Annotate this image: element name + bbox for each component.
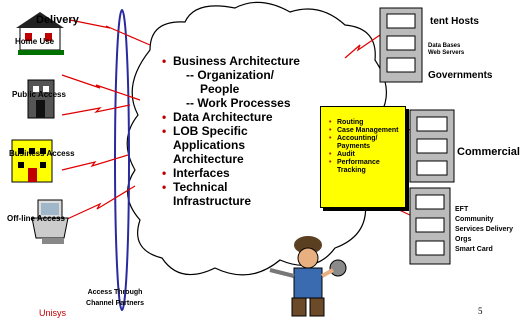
architecture-item: Interfaces	[162, 166, 300, 180]
channel-ring	[114, 9, 130, 311]
access-line-1: Access Through	[87, 289, 143, 296]
databases-label: Data Bases	[428, 43, 461, 49]
process-item: Accounting/ Payments	[329, 135, 405, 151]
architecture-item: -- Organization/	[186, 68, 274, 82]
partner-item: Community	[455, 216, 494, 223]
architecture-item: Applications	[173, 138, 246, 152]
business-access-icon	[11, 139, 53, 183]
architecture-item: Business Architecture	[162, 54, 300, 68]
page-number: 5	[478, 306, 483, 316]
home-icon	[16, 12, 64, 55]
server-icon-content-hosts	[379, 7, 423, 83]
process-item: Audit	[329, 151, 405, 159]
content-hosts-label: tent Hosts	[430, 16, 479, 27]
business-access-label: Business Access	[9, 149, 75, 158]
partner-item: Smart Card	[455, 246, 493, 253]
architecture-list: Business Architecture-- Organization/Peo…	[162, 54, 300, 208]
partner-item: Orgs	[455, 236, 472, 243]
architecture-item: LOB Specific	[162, 124, 300, 138]
lightning-links-left	[61, 19, 151, 221]
offline-access-label: Off-line Access	[7, 214, 65, 223]
architecture-item: Infrastructure	[173, 194, 252, 208]
server-icon-commercial	[409, 109, 455, 183]
web-servers-label: Web Servers	[428, 50, 465, 56]
access-note: Access Through Channel Partners	[70, 287, 160, 309]
process-item: Routing	[329, 119, 405, 127]
server-icon-partners	[409, 187, 451, 265]
delivery-label: Delivery	[36, 14, 79, 26]
architecture-item: Architecture	[173, 152, 244, 166]
access-line-2: Channel Partners	[86, 300, 144, 307]
partner-item: EFT	[455, 206, 469, 213]
company-name: Unisys	[39, 308, 67, 318]
governments-label: Governments	[428, 70, 493, 81]
public-access-label: Public Access	[12, 90, 66, 99]
architecture-item: -- Work Processes	[186, 96, 291, 110]
partner-item: Services Delivery	[455, 226, 513, 233]
process-item: Case Management	[329, 127, 405, 135]
architecture-item: People	[200, 82, 240, 96]
process-box: RoutingCase ManagementAccounting/ Paymen…	[320, 106, 406, 208]
architecture-item: Technical	[162, 180, 300, 194]
hosts-sub-labels: Data Bases Web Servers	[428, 43, 464, 57]
worker-figure-icon	[269, 236, 347, 317]
home-use-label: Home Use	[15, 37, 55, 46]
architecture-item: Data Architecture	[162, 110, 300, 124]
commercial-label: Commercial	[457, 146, 520, 158]
laptop-icon	[31, 199, 69, 244]
process-item: Performance Tracking	[329, 159, 405, 175]
public-access-icon	[27, 79, 55, 119]
